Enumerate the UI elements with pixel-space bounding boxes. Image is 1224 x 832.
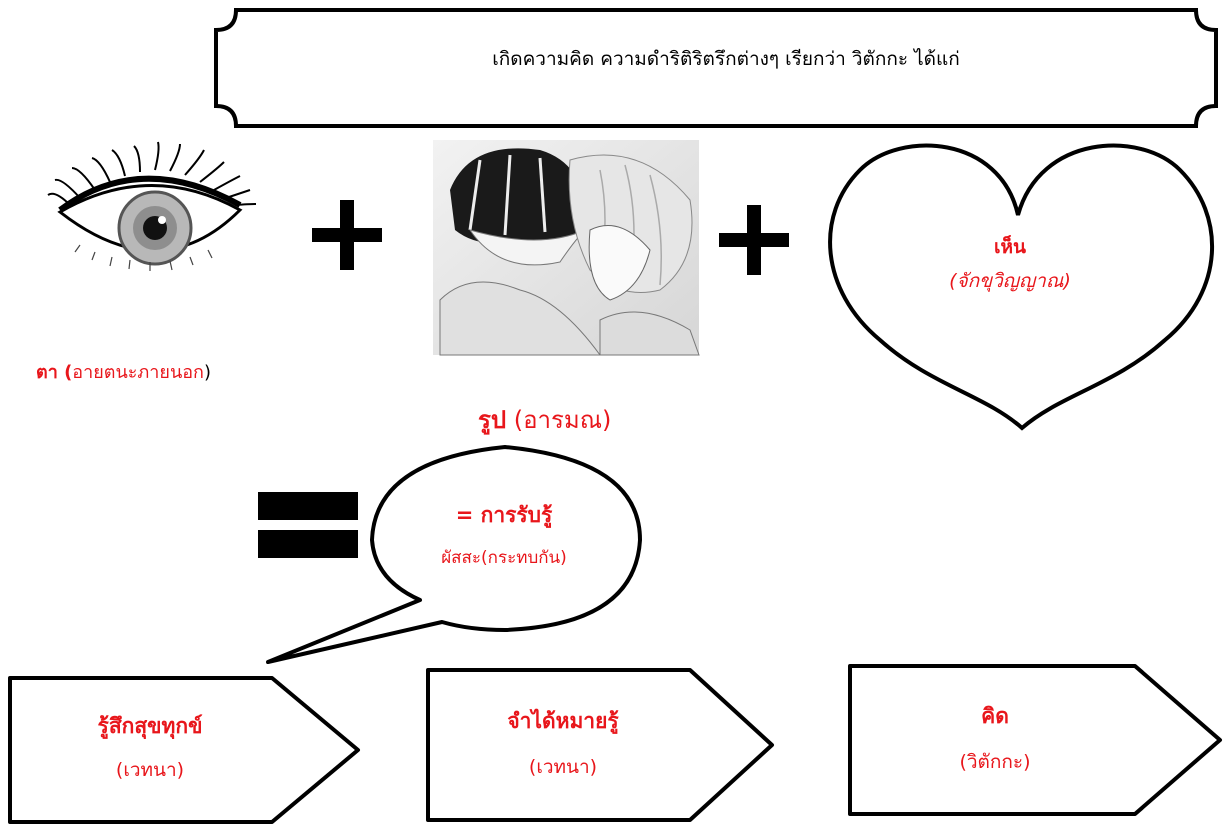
step-2-subtitle: (เวทนา) [528,756,598,778]
step-2-title: จำได้หมายรู้ [507,709,619,733]
rup-caption: รูป (อารมณ) [478,400,611,439]
step-3-subtitle: (วิตักกะ) [959,751,1031,773]
eye-caption: ตา (อายตนะภายนอก) [36,357,211,386]
bubble-label: = การรับรู้ ผัสสะ(กระทบกัน) [404,499,604,571]
banner-text: เกิดความคิด ความดำริติริตรึกต่างๆ เรียกว… [492,48,960,70]
step-2: จำได้หมายรู้ (เวทนา) [438,705,688,782]
step-3: คิด (วิตักกะ) [860,700,1130,777]
eye-caption-rest: อายตนะภายนอก [72,362,204,383]
heart-subtitle: (จักขุวิญญาณ) [949,270,1071,292]
eye-caption-bold: ตา ( [36,362,73,383]
step-1: รู้สึกสุขทุกข์ (เวทนา) [20,710,280,785]
step-1-title: รู้สึกสุขทุกข์ [97,714,203,738]
eye-caption-close: ) [203,362,211,383]
bubble-title: = การรับรู้ [455,503,553,527]
step-1-subtitle: (เวทนา) [115,759,185,781]
heart-label: เห็น (จักขุวิญญาณ) [900,232,1120,296]
bubble-subtitle: ผัสสะ(กระทบกัน) [441,548,567,568]
rup-caption-rest: (อารมณ) [506,406,612,434]
heart-title: เห็น [993,236,1026,258]
rup-caption-bold: รูป [478,406,507,434]
step-3-title: คิด [981,704,1009,728]
